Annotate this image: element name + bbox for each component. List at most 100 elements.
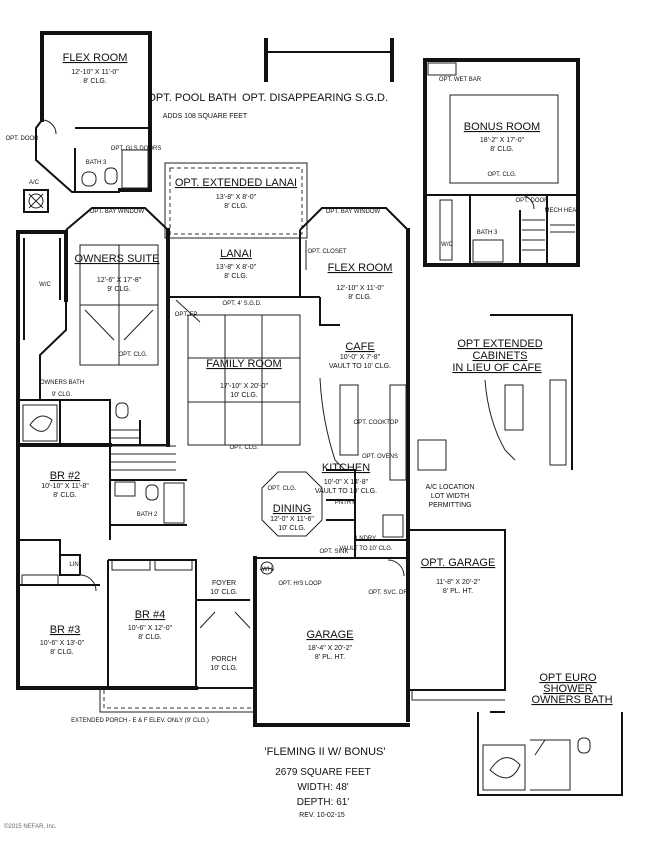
owners-suite-clg: 9' CLG. [107,286,131,293]
opt-bay-left-label: OPT. BAY WINDOW [90,209,145,215]
opt-svc-dr-label: OPT. SVC. DR [368,590,408,596]
opt-clg-dining-label: OPT. CLG. [267,486,296,492]
br3-name: BR #3 [50,624,81,636]
cafe-clg: VAULT TO 10' CLG. [329,363,391,370]
opt-closet-label: OPT. CLOSET [307,249,346,255]
bonus-clg: 8' CLG. [490,146,514,153]
owners-suite-name: OWNERS SUITE [75,253,160,265]
bonus-opt-clg-label: OPT. CLG. [487,172,516,178]
copyright-text: ©2015 NEFAR, Inc. [4,823,57,830]
opt-wet-bar-label: OPT. WET BAR [439,77,482,83]
bath3-top-label: BATH 3 [86,160,107,166]
br2-name: BR #2 [50,470,81,482]
porch-name: PORCH [211,656,236,663]
kitchen-name: KITCHEN [322,462,370,474]
euro-shower-line2: SHOWER [543,683,593,695]
ext-lanai-name: OPT. EXTENDED LANAI [175,177,297,189]
opt-4-sgd-label: OPT. 4' S.G.D. [222,301,261,307]
euro-shower-line1: OPT EURO [539,672,597,684]
flex-top-dims: 12'-10" X 11'-0" [71,69,119,76]
disappearing-sgd-label: OPT. DISAPPEARING S.G.D. [242,92,388,104]
ac-location-line2: LOT WIDTH [431,493,469,500]
family-clg: 10' CLG. [230,392,257,399]
br4-clg: 8' CLG. [138,634,162,641]
porch-clg: 10' CLG. [210,665,237,672]
garage-name: GARAGE [306,629,353,641]
br2-clg: 8' CLG. [53,492,77,499]
br3-clg: 8' CLG. [50,649,74,656]
ac-label: A/C [29,180,40,186]
pntry-label: PNTRY [335,500,355,506]
cafe-dims: 10'-0" X 7'-8" [340,354,381,361]
lin-label: LIN [69,562,78,568]
dining-dims: 12'-0" X 11'-6" [270,516,314,523]
opt-ovens-label: OPT. OVENS [362,454,398,460]
owners-bath-name: OWNERS BATH [40,380,84,386]
opt-flex-pool-bath-group [35,31,152,193]
opt-garage-clg: 8' PL. HT. [443,588,473,595]
bath3-label: BATH 3 [477,230,498,236]
owners-suite-dims: 12'-6" X 17'-8" [97,277,142,284]
ac-unit-icon [23,189,49,213]
opt-extended-cabinets-group [417,314,573,471]
br2-dims: 10'-10" X 11'-8" [41,483,89,490]
family-dims: 17'-10" X 20'-0" [220,383,269,390]
opt-door-bonus-label: OPT. DOOR [515,198,549,204]
euro-shower-line3: OWNERS BATH [531,694,612,706]
pool-bath-note: ADDS 108 SQUARE FEET [163,113,248,120]
flex-main-dims: 12'-10" X 11'-0" [336,285,384,292]
dining-clg: 10' CLG. [278,525,305,532]
laundry-clg: VAULT TO 10' CLG. [339,546,393,552]
foyer-name: FOYER [212,580,236,587]
garage-clg: 8' PL. HT. [315,654,345,661]
opt-clg-family-label: OPT. CLG. [229,445,258,451]
plan-title: 'FLEMING II W/ BONUS' [265,746,386,758]
flex-main-clg: 8' CLG. [348,294,372,301]
kitchen-clg: VAULT TO 10' CLG. [315,488,377,495]
extended-porch-label: EXTENDED PORCH - E & F ELEV. ONLY (9' CL… [71,718,209,724]
plan-depth: DEPTH: 61' [297,797,350,808]
laundry-name: LNDRY [356,536,376,542]
lanai-clg: 8' CLG. [224,273,248,280]
garage-dims: 18'-4" X 20'-2" [308,645,353,652]
opt-cooktop-label: OPT. COOKTOP [354,420,399,426]
ext-cabinets-line1: OPT EXTENDED [457,338,542,350]
owners-bath-clg: 9' CLG. [52,392,72,398]
main-house-walls [16,162,506,727]
opt-door-label: OPT. DOOR [5,136,39,142]
lanai-dims: 13'-8" X 8'-0" [216,264,257,271]
opt-hs-loop-label: OPT. H/S LOOP [278,581,321,587]
ext-cabinets-line3: IN LIEU OF CAFE [452,362,541,374]
br4-name: BR #4 [135,609,166,621]
bonus-dims: 18'-2" X 17'-0" [480,137,525,144]
br3-dims: 10'-6" X 13'-0" [40,640,85,647]
flex-main-name: FLEX ROOM [328,262,393,274]
opt-garage-name: OPT. GARAGE [421,557,496,569]
ext-lanai-dims: 13'-8" X 8'-0" [216,194,257,201]
ext-cabinets-line2: CABINETS [472,350,527,362]
opt-gls-doors-label: OPT. GLS DOORS [111,146,162,152]
opt-garage-dims: 11'-8" X 20'-2" [436,579,480,586]
kitchen-dims: 10'-0" X 14'-8" [324,479,369,486]
bonus-name: BONUS ROOM [464,121,540,133]
opt-sink-label: OPT. SINK [319,549,348,555]
plan-rev: REV. 10-02-15 [299,812,345,819]
euro-shower-group [477,711,623,796]
bath2-label: BATH 2 [137,512,158,518]
lanai-name: LANAI [220,248,252,260]
ext-lanai-clg: 8' CLG. [224,203,248,210]
opt-clg-suite-label: OPT. CLG. [118,352,147,358]
plan-sqft: 2679 SQUARE FEET [275,767,371,778]
ac-location-line3: PERMITTING [428,502,471,509]
plan-width: WIDTH: 48' [297,782,348,793]
disappearing-sgd-symbol [264,38,394,82]
flex-top-name: FLEX ROOM [63,52,128,64]
opt-fp-label: OPT. FP [175,312,198,318]
cafe-name: CAFE [345,341,374,353]
mech-heat-label: MECH HEAT [545,208,580,214]
wic-label: W/C [39,282,51,288]
wh-label: WH [262,567,272,573]
wic-bonus-label: W/C [441,242,453,248]
dining-name: DINING [273,503,312,515]
